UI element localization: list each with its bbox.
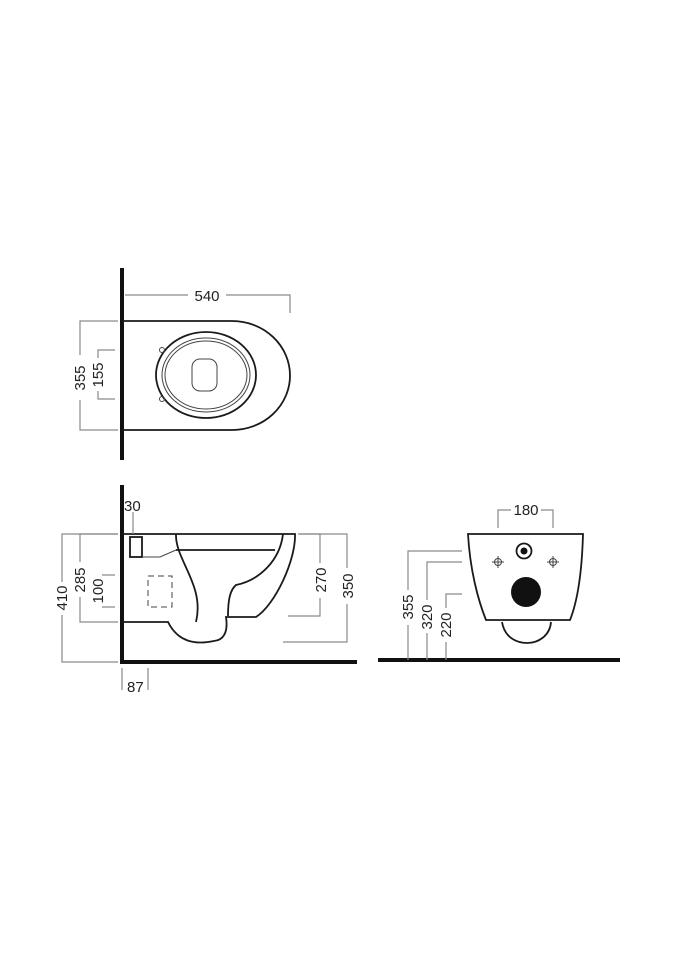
dim-355: 355 <box>72 365 89 390</box>
dim-30: 30 <box>124 498 141 515</box>
inner-bowl <box>175 533 284 623</box>
seat-outer <box>155 331 257 419</box>
dim-155: 155 <box>90 362 107 387</box>
dim-355-line <box>79 320 118 431</box>
dim-87-line <box>121 668 149 690</box>
inlet-step <box>142 549 177 558</box>
front-bowl <box>501 621 552 644</box>
bowl-profile <box>122 533 296 644</box>
dim-355-front-line <box>407 550 462 660</box>
dim-155-line <box>97 349 115 400</box>
inlet-fitting <box>129 536 143 558</box>
dim-355-front: 355 <box>400 594 417 619</box>
top-view: 540 355 155 <box>72 268 291 460</box>
dim-540-line <box>125 294 291 313</box>
flush-inlet-center <box>520 547 528 555</box>
dim-180: 180 <box>513 502 538 519</box>
dim-180-line <box>497 509 554 528</box>
dim-350: 350 <box>340 573 357 598</box>
dim-270: 270 <box>313 567 330 592</box>
outlet <box>191 358 218 392</box>
dim-410: 410 <box>54 585 71 610</box>
outlet-hole <box>511 577 541 607</box>
dim-220-line <box>445 593 462 660</box>
dim-285: 285 <box>72 567 89 592</box>
dim-350-line <box>283 533 348 643</box>
bolt-cross-left <box>492 556 504 568</box>
dim-285-line <box>79 533 118 623</box>
flush-inlet <box>515 542 533 560</box>
dim-220: 220 <box>438 612 455 637</box>
seat-rim <box>164 340 248 410</box>
bolt-cross-right <box>547 556 559 568</box>
front-body <box>467 533 584 621</box>
bowl-outline <box>122 320 291 431</box>
inlet-dashed <box>147 575 173 608</box>
front-view: 180 355 320 220 <box>378 502 620 662</box>
bolt-hole-bottom <box>159 396 165 402</box>
dim-320-line <box>426 561 462 660</box>
dim-100-line <box>102 574 115 608</box>
bolt-hole-top <box>159 347 165 353</box>
side-view: 30 410 285 100 270 350 87 <box>54 485 357 696</box>
dim-320: 320 <box>419 604 436 629</box>
dim-540: 540 <box>194 288 219 305</box>
wall-floor <box>120 485 357 664</box>
dim-87: 87 <box>127 679 144 696</box>
dim-100: 100 <box>90 578 107 603</box>
seat-inner <box>161 337 251 413</box>
